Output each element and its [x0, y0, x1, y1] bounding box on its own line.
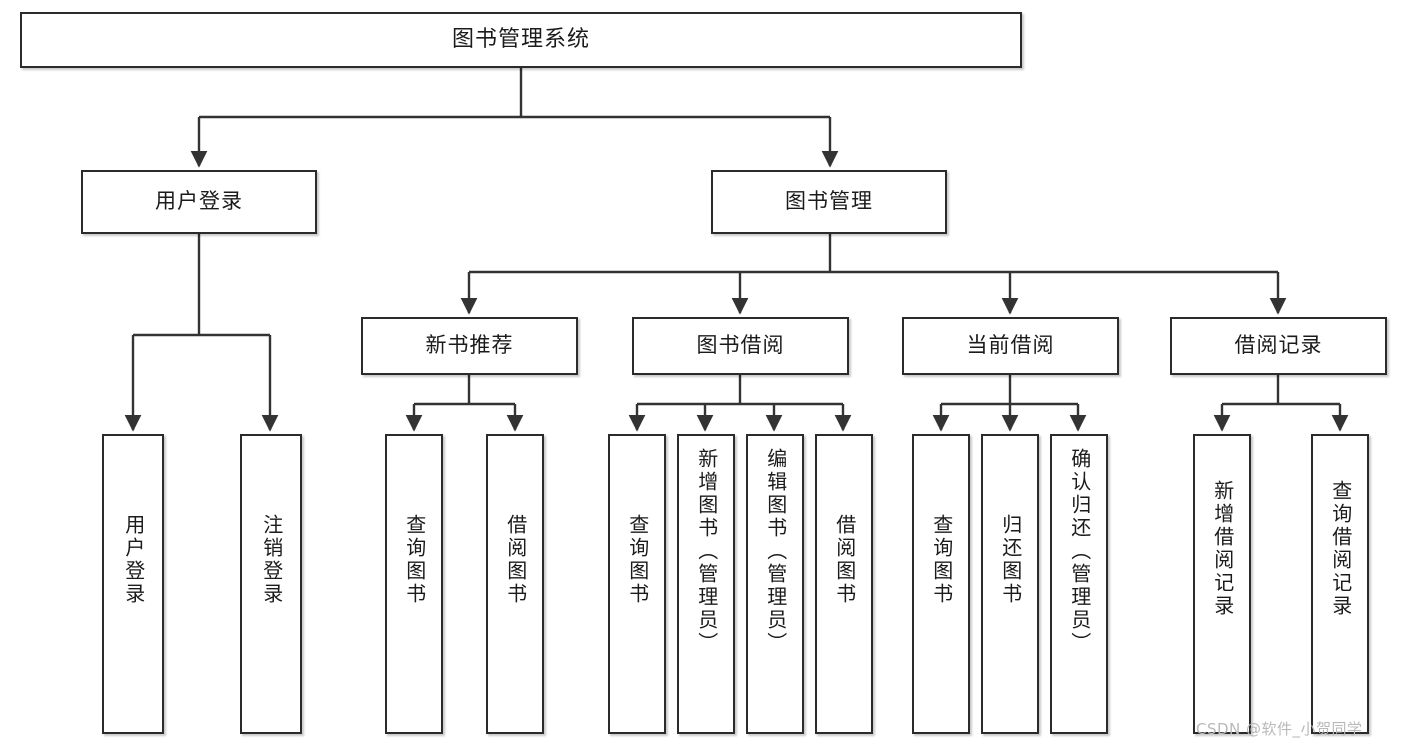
node-label: 借阅记录 — [1234, 333, 1323, 358]
leaf-user-login[interactable]: 用户登录 — [102, 434, 164, 734]
node-current-borrow[interactable]: 当前借阅 — [902, 317, 1119, 375]
node-user-login[interactable]: 用户登录 — [81, 170, 317, 234]
node-label: 编辑图书（管理员） — [763, 448, 788, 655]
node-book-manage[interactable]: 图书管理 — [711, 170, 947, 234]
node-label: 查询图书 — [402, 514, 427, 606]
leaf-confirm-return-admin[interactable]: 确认归还（管理员） — [1050, 434, 1108, 734]
node-root-book-management-system[interactable]: 图书管理系统 — [20, 12, 1022, 68]
leaf-query-book-borrow[interactable]: 查询图书 — [608, 434, 666, 734]
leaf-edit-book-admin[interactable]: 编辑图书（管理员） — [746, 434, 804, 734]
node-label: 查询借阅记录 — [1328, 480, 1353, 618]
node-label: 新书推荐 — [425, 333, 514, 358]
node-label: 借阅图书 — [832, 514, 857, 606]
node-label: 当前借阅 — [966, 333, 1055, 358]
leaf-borrow-book-recommend[interactable]: 借阅图书 — [486, 434, 544, 734]
node-label: 归还图书 — [998, 514, 1023, 606]
node-label: 新增图书（管理员） — [694, 448, 719, 655]
node-label: 用户登录 — [121, 514, 146, 606]
node-label: 注销登录 — [259, 514, 284, 606]
leaf-add-book-admin[interactable]: 新增图书（管理员） — [677, 434, 735, 734]
node-borrow-record[interactable]: 借阅记录 — [1170, 317, 1387, 375]
node-label: 查询图书 — [625, 514, 650, 606]
leaf-logout-login[interactable]: 注销登录 — [240, 434, 302, 734]
csdn-watermark: CSDN @软件_小贺同学 — [1196, 720, 1363, 738]
node-book-borrow[interactable]: 图书借阅 — [632, 317, 849, 375]
leaf-return-book[interactable]: 归还图书 — [981, 434, 1039, 734]
node-label: 图书管理 — [785, 189, 873, 214]
leaf-borrow-book[interactable]: 借阅图书 — [815, 434, 873, 734]
leaf-add-borrow-record[interactable]: 新增借阅记录 — [1193, 434, 1251, 734]
leaf-query-borrow-record[interactable]: 查询借阅记录 — [1311, 434, 1369, 734]
leaf-query-book-recommend[interactable]: 查询图书 — [385, 434, 443, 734]
node-label: 用户登录 — [155, 189, 243, 214]
leaf-query-book-current[interactable]: 查询图书 — [912, 434, 970, 734]
node-label: 新增借阅记录 — [1210, 480, 1235, 618]
node-label: 借阅图书 — [503, 514, 528, 606]
node-label: 查询图书 — [929, 514, 954, 606]
node-label: 图书管理系统 — [451, 26, 590, 52]
node-new-book-recommend[interactable]: 新书推荐 — [361, 317, 578, 375]
node-label: 确认归还（管理员） — [1067, 448, 1092, 655]
node-label: 图书借阅 — [696, 333, 785, 358]
